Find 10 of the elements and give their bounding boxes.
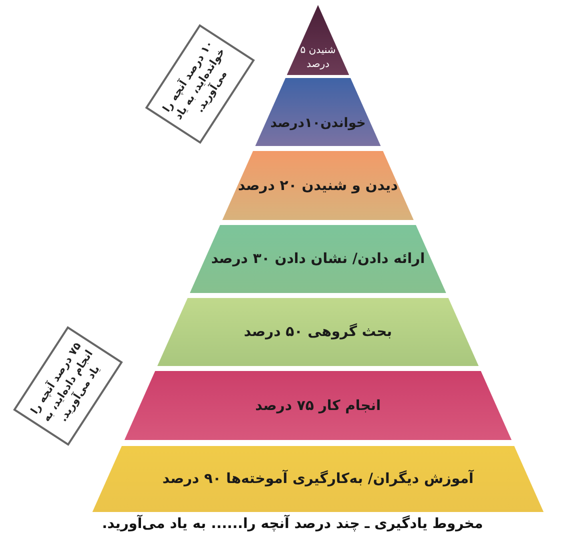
layer-label: ارائه دادن/ نشان دادن ۳۰ درصد [211, 251, 425, 267]
note-text: ۱۰ درصد آنچه را خوانده‌اید، به یاد می‌آورید. [160, 37, 231, 124]
layer-label: شنیدن ۵ درصد [299, 44, 337, 72]
note-text: ۷۵ درصد آنچه را انجام داده‌اید، به یاد می‌آورید. [28, 339, 104, 426]
layer-label: بحث گروهی ۵۰ درصد [244, 324, 392, 340]
layer-label: دیدن و شنیدن ۲۰ درصد [238, 178, 398, 194]
caption: مخروط یادگیری ـ چند درصد آنچه را...... به یاد می‌آورید. [100, 516, 484, 532]
layer-label: آموزش دیگران/ به‌کارگیری آموخته‌ها ۹۰ درصد [162, 471, 474, 487]
layer-label: انجام کار ۷۵ درصد [255, 398, 381, 414]
layer-label: خواندن۱۰درصد [270, 116, 366, 130]
